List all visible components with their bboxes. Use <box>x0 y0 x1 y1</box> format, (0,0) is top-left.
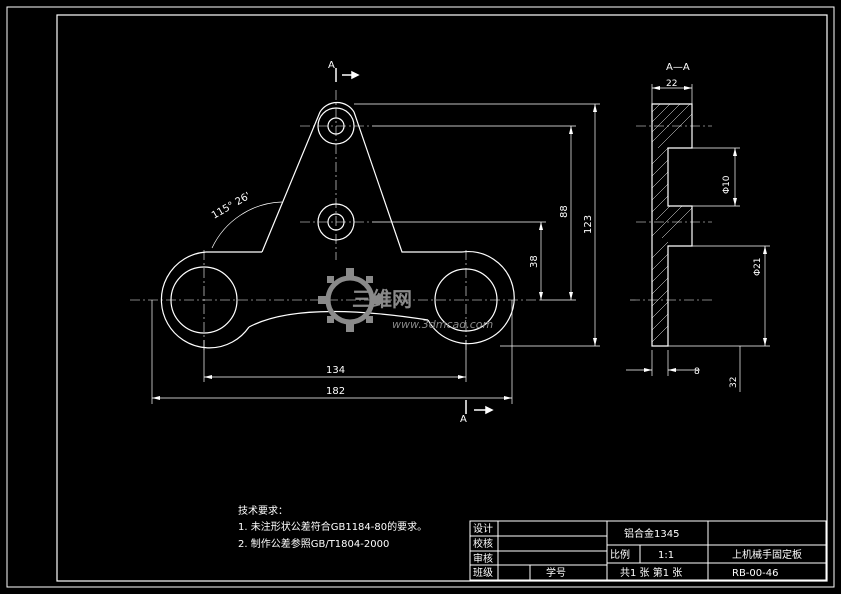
dim-bore-small: Φ10 <box>722 175 732 194</box>
title-block <box>469 520 827 581</box>
dim-38: 38 <box>529 255 540 268</box>
tb-drawing-no: RB-00-46 <box>732 568 778 579</box>
main-view <box>160 102 515 349</box>
tb-check: 校核 <box>473 537 493 550</box>
outer-border <box>6 6 835 588</box>
dim-22: 22 <box>666 79 677 89</box>
dim-32: 32 <box>729 377 739 388</box>
main-arrows <box>152 104 597 400</box>
inner-border <box>56 14 828 582</box>
section-center-lines <box>630 125 712 301</box>
tb-student-id: 学号 <box>546 566 566 579</box>
watermark: 三维网 www.3dmcad.com <box>318 268 493 332</box>
dim-182: 182 <box>326 386 345 397</box>
dim-88: 88 <box>559 205 570 218</box>
dim-angle: 115° 26' <box>210 191 253 222</box>
tb-part-name: 上机械手固定板 <box>732 548 802 561</box>
dim-123: 123 <box>583 215 594 234</box>
notes-line-2: 2. 制作公差参照GB/T1804-2000 <box>238 537 389 550</box>
section-marks <box>335 68 494 415</box>
watermark-url: www.3dmcad.com <box>392 318 493 331</box>
tb-class: 班级 <box>473 567 493 579</box>
center-lines <box>130 90 540 350</box>
main-dimensions <box>151 103 600 404</box>
watermark-brand: 三维网 <box>352 287 412 311</box>
dim-8: 8 <box>694 367 700 377</box>
tb-review: 审核 <box>473 552 493 565</box>
tb-material: 铝合金1345 <box>624 527 679 540</box>
dim-bore-large: Φ21 <box>753 257 763 276</box>
section-title: A—A <box>666 62 690 73</box>
section-arrows <box>644 86 767 372</box>
gear-teeth <box>318 268 382 332</box>
notes-title: 技术要求： <box>238 504 288 517</box>
dim-134: 134 <box>326 365 345 376</box>
section-hatch <box>651 103 693 343</box>
tb-scale-label: 比例 <box>610 548 630 561</box>
section-mark-top: A <box>328 60 335 71</box>
section-dimensions <box>626 84 770 392</box>
notes-line-1: 1. 未注形状公差符合GB1184-80的要求。 <box>238 520 427 533</box>
section-view <box>651 103 693 347</box>
gear-icon <box>325 275 375 325</box>
tb-scale: 1:1 <box>658 550 674 561</box>
section-mark-bottom: A <box>460 414 467 425</box>
tb-sheets: 共1 张 第1 张 <box>620 566 682 579</box>
tb-design: 设计 <box>473 522 493 535</box>
